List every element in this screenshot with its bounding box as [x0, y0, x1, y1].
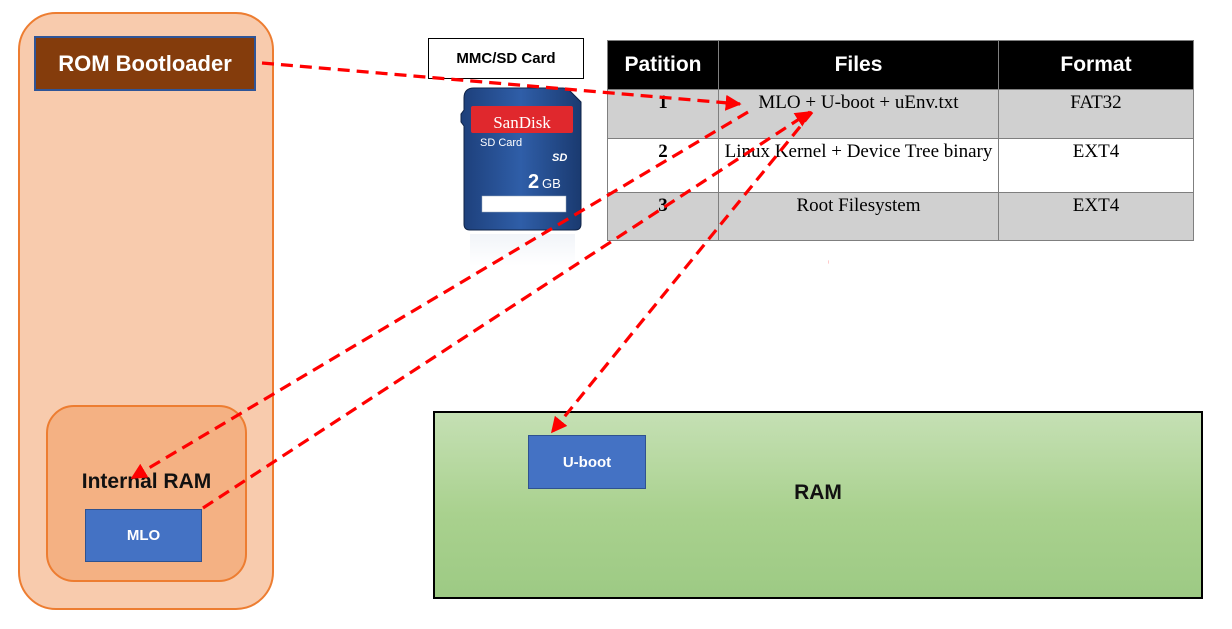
table-row: 1 MLO + U-boot + uEnv.txt FAT32 — [607, 89, 1194, 139]
cell-files: Root Filesystem — [718, 192, 999, 241]
header-files: Files — [718, 40, 999, 90]
sd-card-brand: SanDisk — [493, 113, 551, 132]
sd-card-label: MMC/SD Card — [456, 50, 556, 67]
sd-card-label-box: MMC/SD Card — [428, 38, 584, 79]
cell-files: Linux Kernel + Device Tree binary — [718, 138, 999, 193]
table-row: 3 Root Filesystem EXT4 — [607, 192, 1194, 241]
cell-format: EXT4 — [998, 138, 1194, 193]
uboot-block: U-boot — [528, 435, 646, 489]
ram-box — [433, 411, 1203, 599]
sd-capacity-number: 2 — [528, 171, 539, 193]
cell-partition: 3 — [607, 192, 719, 241]
cell-partition: 2 — [607, 138, 719, 193]
table-row: 2 Linux Kernel + Device Tree binary EXT4 — [607, 138, 1194, 193]
header-partition: Patition — [607, 40, 719, 90]
internal-ram-label: Internal RAM — [81, 470, 212, 493]
mlo-block: MLO — [85, 509, 202, 562]
cell-files: MLO + U-boot + uEnv.txt — [718, 89, 999, 139]
header-format: Format — [998, 40, 1194, 90]
partition-table: Patition Files Format 1 MLO + U-boot + u… — [607, 40, 1194, 241]
rom-bootloader-box: ROM Bootloader — [34, 36, 256, 91]
uboot-label: U-boot — [562, 453, 612, 471]
rom-bootloader-label: ROM Bootloader — [58, 50, 232, 76]
sd-logo: SD — [552, 152, 567, 164]
sd-card-type: SD Card — [480, 137, 522, 149]
cell-partition: 1 — [607, 89, 719, 139]
sd-capacity-unit: GB — [542, 176, 561, 191]
cell-format: EXT4 — [998, 192, 1194, 241]
table-header-row: Patition Files Format — [607, 40, 1194, 90]
cell-format: FAT32 — [998, 89, 1194, 139]
sd-card-icon: SanDisk SD Card SD 2 GB — [460, 87, 582, 266]
mlo-label: MLO — [126, 527, 161, 544]
